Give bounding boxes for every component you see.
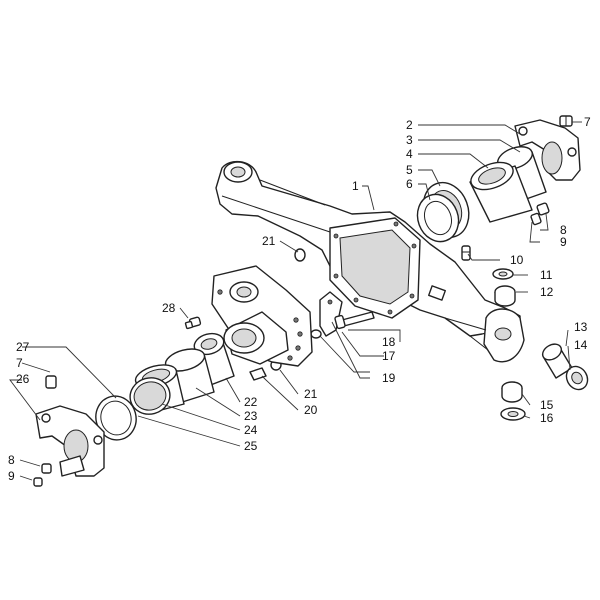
bearing-cap-left — [35, 405, 105, 477]
ring-25 — [129, 377, 171, 415]
bushing-22 — [193, 332, 235, 387]
plug-7-right — [559, 115, 573, 127]
callout-6: 6 — [406, 177, 413, 191]
washer-11 — [492, 268, 514, 280]
callout-5: 5 — [406, 163, 413, 177]
seal-ring-14 — [565, 365, 589, 391]
seal-5-6 — [416, 181, 470, 243]
callout-10: 10 — [510, 253, 524, 267]
callout-9-right: 9 — [560, 235, 567, 249]
callout-27: 27 — [16, 340, 30, 354]
callout-24: 24 — [244, 423, 258, 437]
callout-15: 15 — [540, 398, 554, 412]
bracket-18 — [319, 291, 343, 337]
callout-2: 2 — [406, 118, 413, 132]
callout-25: 25 — [244, 439, 258, 453]
callout-labels: 1 2 3 4 5 6 7 8 9 10 11 12 13 14 15 16 1… — [8, 115, 591, 483]
callout-12: 12 — [540, 285, 554, 299]
callout-16: 16 — [540, 411, 554, 425]
callout-23: 23 — [244, 409, 258, 423]
leader-lines — [9, 121, 582, 481]
callout-20: 20 — [304, 403, 318, 417]
callout-21-bottom: 21 — [304, 387, 318, 401]
callout-28: 28 — [162, 301, 176, 315]
callout-26: 26 — [16, 372, 30, 386]
bolt-17 — [334, 311, 375, 330]
callout-4: 4 — [406, 147, 413, 161]
front-support-bracket — [211, 265, 313, 367]
washer-19 — [310, 329, 322, 339]
callout-18: 18 — [382, 335, 396, 349]
plug-7-left — [45, 375, 57, 389]
callout-8-right: 8 — [560, 223, 567, 237]
fitting-10 — [461, 245, 471, 261]
axle-housing — [215, 161, 525, 363]
grease-nipple-8-9-right — [530, 202, 550, 226]
bushing-3-4 — [469, 146, 547, 223]
pin-20 — [249, 367, 267, 381]
callout-8-left: 8 — [8, 453, 15, 467]
washer-16 — [500, 407, 526, 421]
bolt-28 — [184, 316, 202, 330]
callout-1: 1 — [352, 179, 359, 193]
callout-7-left: 7 — [16, 356, 23, 370]
callout-7-right: 7 — [584, 115, 591, 129]
bushing-12 — [494, 285, 516, 307]
bushing-15 — [501, 381, 523, 403]
callout-13: 13 — [574, 320, 588, 334]
callout-14: 14 — [574, 338, 588, 352]
grease-nipple-8-9-left — [33, 463, 52, 487]
callout-11: 11 — [540, 268, 553, 282]
callout-9-left: 9 — [8, 469, 15, 483]
callout-22: 22 — [244, 395, 258, 409]
bearing-cap-right — [514, 119, 581, 181]
callout-19: 19 — [382, 371, 396, 385]
callout-21-top: 21 — [262, 234, 276, 248]
callout-17: 17 — [382, 349, 396, 363]
callout-3: 3 — [406, 133, 413, 147]
seal-27 — [95, 395, 137, 441]
